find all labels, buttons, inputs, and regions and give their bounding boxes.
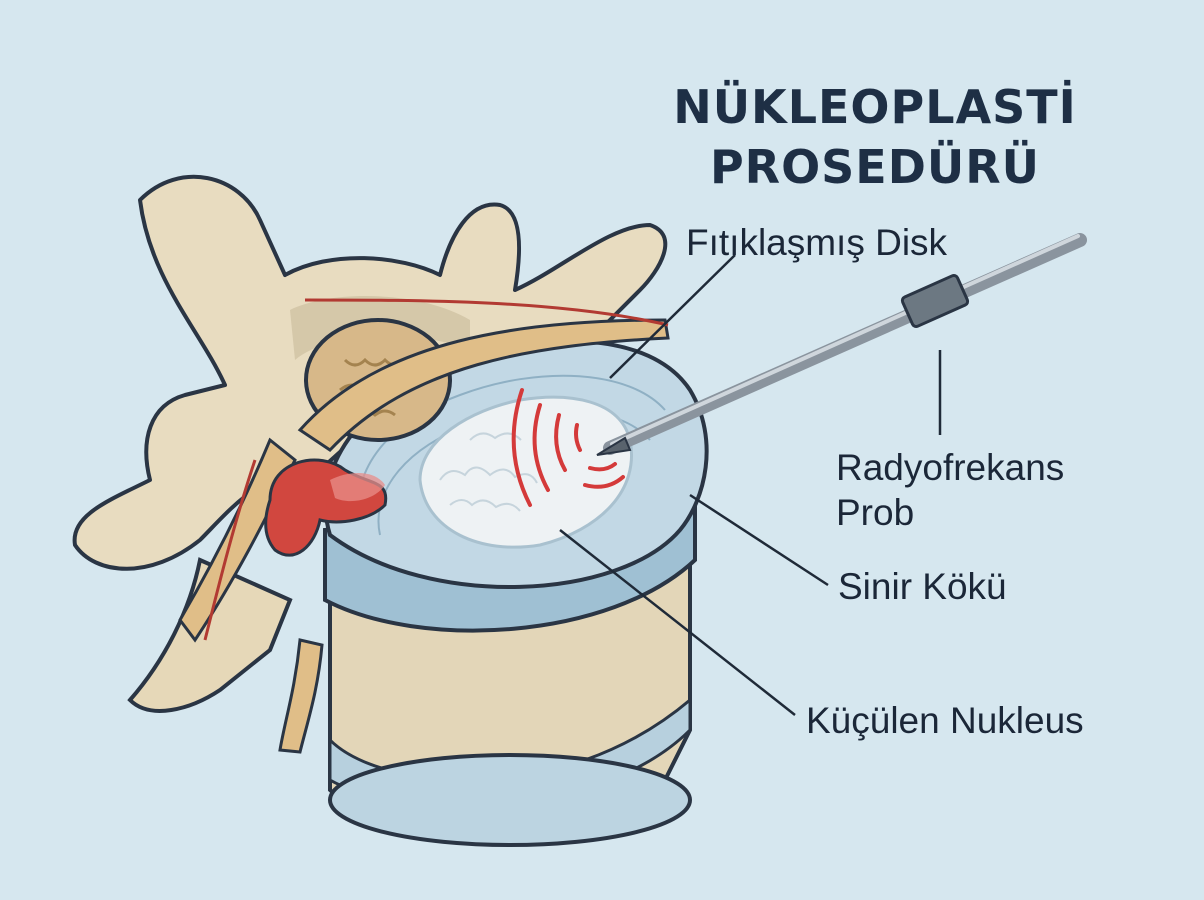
probe-connector (900, 273, 970, 329)
label-shrinking-nucleus: Küçülen Nukleus (806, 700, 1084, 741)
leader-lines (559, 254, 942, 716)
label-nerve-root: Sinir Kökü (838, 566, 1007, 607)
probe-shaft (603, 233, 1087, 455)
nerve-vessel (203, 298, 669, 641)
nerve-root-lower (278, 638, 324, 754)
title-line-1: NÜKLEOPLASTİ (673, 80, 1077, 134)
herniation-spread (330, 473, 385, 502)
title-line-2: PROSEDÜRÜ (709, 140, 1041, 194)
label-rf-probe-line2: Prob (836, 492, 915, 533)
rf-waves-icon (511, 388, 625, 507)
label-rf-probe-line1: Radyofrekans (836, 447, 1065, 488)
nerve-root-upper (297, 318, 670, 452)
probe-shaft-highlight (610, 234, 1080, 446)
probe-tip (596, 436, 632, 456)
endplate-bottom (328, 753, 692, 847)
label-herniated-disc: Fıtıklaşmış Disk (686, 222, 948, 263)
